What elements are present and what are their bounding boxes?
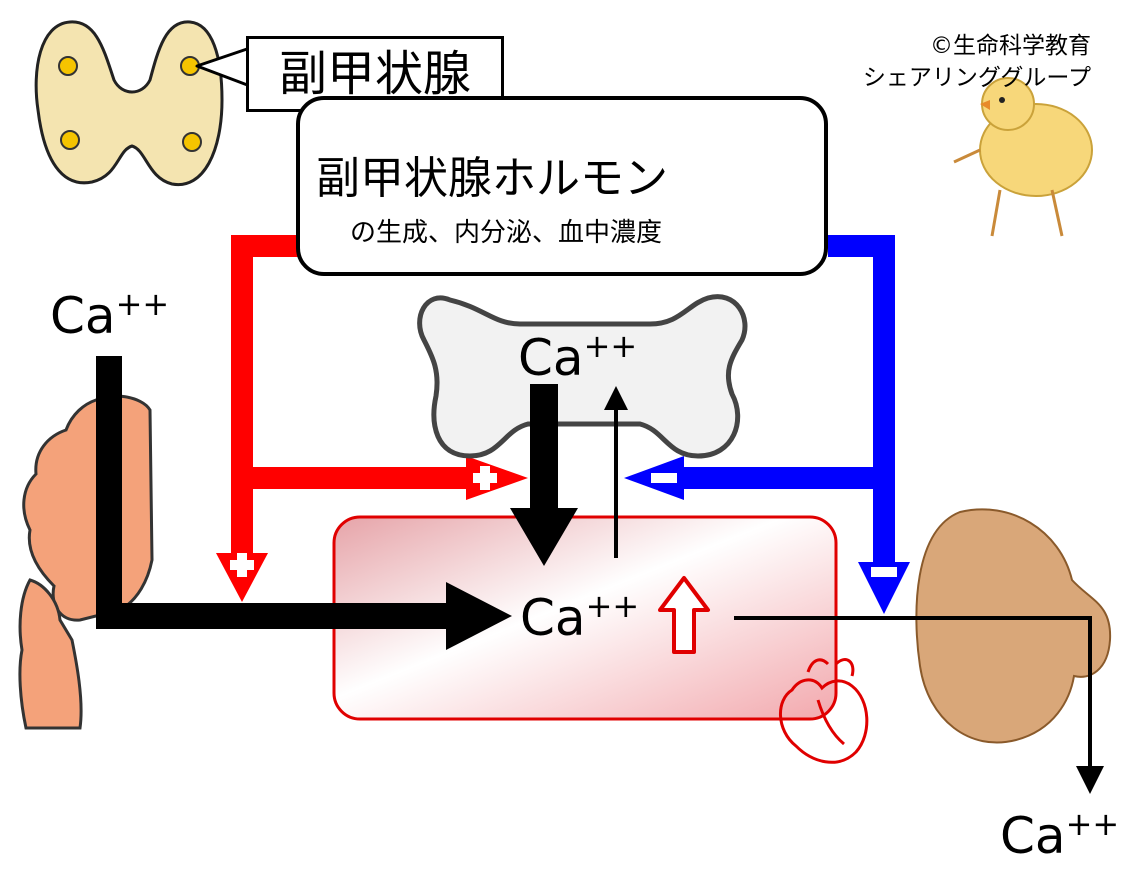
bone-icon xyxy=(417,294,748,459)
gland-spot xyxy=(182,132,202,152)
ca-label-bone: Ca++ xyxy=(518,330,637,383)
intestine-icon xyxy=(18,394,154,730)
absorption-flow xyxy=(96,356,450,629)
stimulate-path xyxy=(231,235,470,560)
credit-line-1: ©生命科学教育 xyxy=(930,33,1091,59)
ca-symbol: Ca xyxy=(520,589,586,647)
ca-symbol: Ca xyxy=(1000,807,1066,865)
stimulate-arrowhead-blood xyxy=(216,553,268,602)
ca-charge: ++ xyxy=(115,285,170,323)
plus-sign-bone xyxy=(473,466,497,490)
ca-charge: ++ xyxy=(583,327,638,365)
parathyroid-gland-icon xyxy=(34,20,224,187)
minus-sign-bone xyxy=(651,473,677,483)
kidney-icon xyxy=(915,508,1112,744)
resorption-arrowhead xyxy=(510,508,578,566)
deposition-arrowhead xyxy=(604,386,628,410)
gland-spot xyxy=(58,56,78,76)
gland-spot xyxy=(60,130,80,150)
chick-icon xyxy=(953,77,1093,237)
ca-label-diet: Ca++ xyxy=(50,288,169,341)
ca-symbol: Ca xyxy=(518,329,584,387)
ca-charge: ++ xyxy=(585,587,640,625)
hormone-title: 副甲状腺ホルモン xyxy=(316,153,668,204)
hormone-subtitle: の生成、内分泌、血中濃度 xyxy=(350,218,663,248)
up-arrow-icon-blood xyxy=(658,576,710,654)
absorption-arrowhead xyxy=(446,582,512,650)
ca-label-blood: Ca++ xyxy=(520,590,639,643)
excretion-arrowhead xyxy=(1076,766,1104,794)
credit-line-2: シェアリンググループ xyxy=(862,65,1091,91)
excretion-line xyxy=(734,616,1092,770)
hormone-box: 副甲状腺ホルモン の生成、内分泌、血中濃度 xyxy=(296,96,828,276)
minus-sign-kidney xyxy=(871,567,897,577)
ca-label-urine: Ca++ xyxy=(1000,808,1119,861)
resorption-shaft xyxy=(530,384,558,510)
inhibit-path xyxy=(680,235,895,566)
credit: ©生命科学教育 シェアリンググループ xyxy=(863,30,1091,94)
ca-charge: ++ xyxy=(1065,805,1120,843)
heart-icon xyxy=(779,658,869,764)
plus-sign-blood xyxy=(230,553,254,577)
ca-symbol: Ca xyxy=(50,287,116,345)
